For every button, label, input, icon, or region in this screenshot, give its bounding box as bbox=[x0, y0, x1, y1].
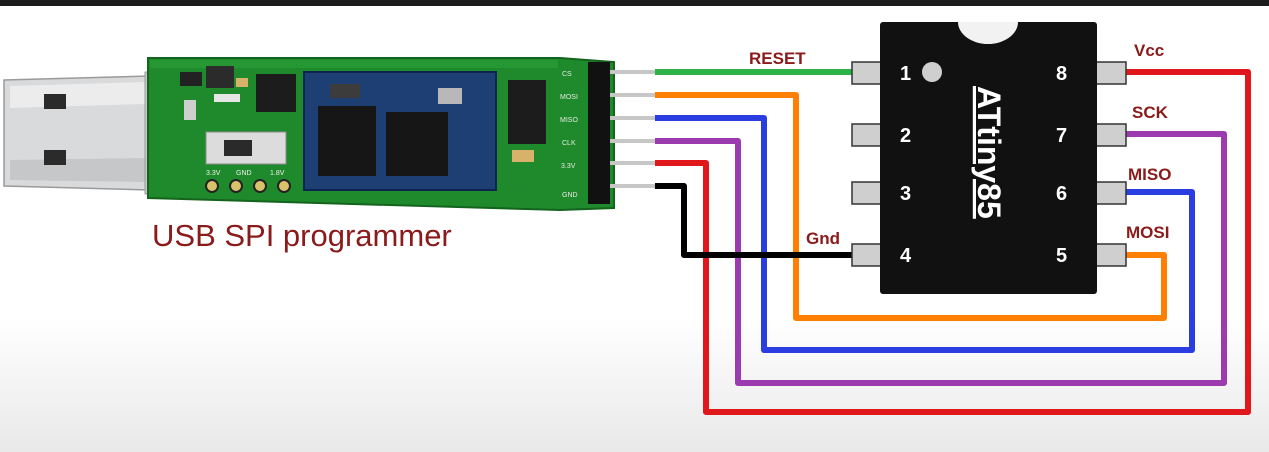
wire-purple bbox=[655, 131, 1227, 386]
pin-label-sck: SCK bbox=[1132, 103, 1169, 122]
pin-number-4: 4 bbox=[900, 245, 912, 267]
wire-orange bbox=[655, 92, 1167, 321]
switch-label-gnd: GND bbox=[236, 170, 252, 177]
switch-label-3v3: 3.3V bbox=[206, 170, 221, 177]
wires bbox=[655, 69, 1251, 415]
pin-numbers: 1 2 3 4 5 6 7 8 bbox=[900, 63, 1067, 267]
header-pin-clk: CLK bbox=[562, 140, 576, 147]
wire-blue bbox=[655, 115, 1195, 353]
pin-number-5: 5 bbox=[1056, 245, 1067, 267]
programmer-caption: USB SPI programmer bbox=[152, 218, 452, 253]
pin-labels: RESET Gnd MOSI MISO SCK Vcc bbox=[749, 41, 1171, 248]
chip-name: ATtiny85 bbox=[971, 86, 1007, 219]
header-pin-gnd: GND bbox=[562, 192, 578, 199]
header-pins bbox=[610, 70, 655, 188]
wire-red bbox=[655, 69, 1251, 415]
pin-label-miso: MISO bbox=[1128, 165, 1171, 184]
pin-label-reset: RESET bbox=[749, 49, 806, 68]
pin-number-3: 3 bbox=[900, 183, 911, 205]
programmer-board bbox=[147, 57, 615, 212]
attiny85-chip bbox=[851, 22, 1127, 294]
pin-label-mosi: MOSI bbox=[1126, 223, 1169, 242]
pin-number-2: 2 bbox=[900, 125, 911, 147]
switch-label-1v8: 1.8V bbox=[270, 170, 285, 177]
header-pin-miso: MISO bbox=[560, 117, 578, 124]
top-border bbox=[0, 0, 1269, 6]
pin-number-1: 1 bbox=[900, 63, 911, 85]
header-pin-3v3: 3.3V bbox=[561, 163, 576, 170]
header-pin-cs: CS bbox=[562, 71, 572, 78]
header-pin-labels: CS MOSI MISO CLK 3.3V GND bbox=[560, 71, 578, 199]
header-pin-mosi: MOSI bbox=[560, 94, 578, 101]
pin-number-6: 6 bbox=[1056, 183, 1067, 205]
pin-number-8: 8 bbox=[1056, 63, 1067, 85]
pin-label-vcc: Vcc bbox=[1134, 41, 1164, 60]
pin-number-7: 7 bbox=[1056, 125, 1067, 147]
switch-labels: 3.3V GND 1.8V bbox=[206, 170, 285, 177]
usb-plug bbox=[3, 71, 158, 195]
pin-label-gnd: Gnd bbox=[806, 229, 840, 248]
wire-black bbox=[655, 183, 855, 258]
